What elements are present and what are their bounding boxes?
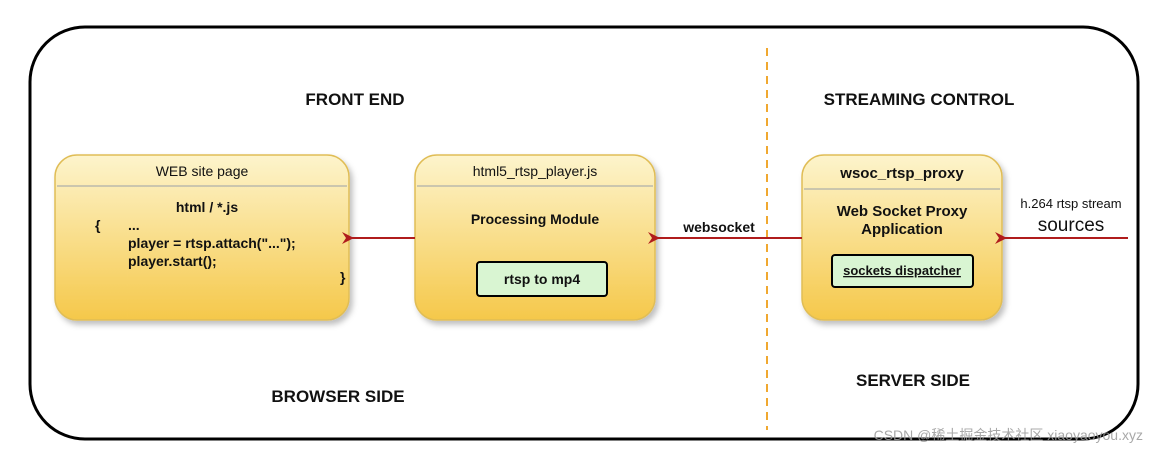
code-line-attach: player = rtsp.attach("...");: [128, 235, 296, 251]
proxy-title: wsoc_rtsp_proxy: [839, 165, 964, 182]
browser-side-heading: BROWSER SIDE: [271, 387, 404, 406]
proxy-subtitle-line1: Web Socket Proxy: [837, 203, 968, 220]
code-close-brace: }: [340, 269, 346, 285]
front-end-heading: FRONT END: [305, 90, 404, 109]
server-side-heading: SERVER SIDE: [856, 371, 970, 390]
code-header: html / *.js: [176, 199, 238, 215]
sockets-dispatcher-label: sockets dispatcher: [843, 263, 961, 278]
proxy-subtitle-line2: Application: [861, 221, 943, 238]
web-site-page-box: WEB site page html / *.js { ... player =…: [54, 154, 350, 321]
processing-module-label: Processing Module: [471, 211, 600, 227]
web-site-page-title: WEB site page: [156, 163, 249, 179]
proxy-box: wsoc_rtsp_proxy Web Socket Proxy Applica…: [801, 154, 1003, 321]
player-module-title: html5_rtsp_player.js: [473, 163, 598, 179]
code-line-start: player.start();: [128, 253, 217, 269]
source-label-line1: h.264 rtsp stream: [1020, 196, 1121, 211]
rtsp-to-mp4-box: [476, 261, 608, 297]
player-module-box: html5_rtsp_player.js Processing Module r…: [414, 154, 656, 321]
sockets-dispatcher-box: [831, 254, 974, 288]
websocket-label: websocket: [682, 219, 755, 235]
source-label-line2: sources: [1038, 215, 1105, 236]
streaming-control-heading: STREAMING CONTROL: [824, 90, 1015, 109]
watermark: CSDN @稀土掘金技术社区 xiaoyaoyou.xyz: [874, 427, 1143, 443]
rtsp-to-mp4-label: rtsp to mp4: [504, 271, 580, 287]
code-line-ellipsis: ...: [128, 217, 140, 233]
code-open-brace: {: [95, 217, 101, 233]
